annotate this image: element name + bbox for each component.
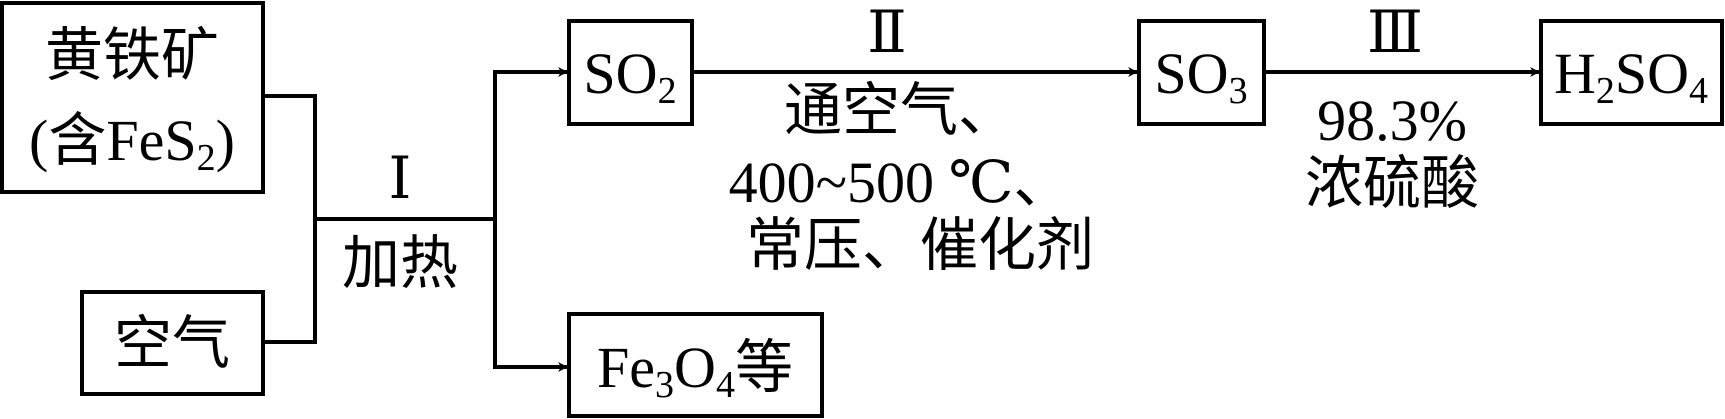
pyrite-node: 黄铁矿 (含FeS2) <box>0 1 265 194</box>
step3-condition-1: 98.3% <box>1317 88 1467 153</box>
step3-numeral: Ⅲ <box>1367 0 1423 65</box>
so3-node: SO3 <box>1137 19 1266 126</box>
connectors <box>263 67 1540 372</box>
step2-condition-3: 常压、催化剂 <box>746 213 1094 278</box>
so3-formula: SO3 <box>1154 41 1247 112</box>
pyrite-formula: (含FeS2) <box>29 108 235 179</box>
pyrite-label: 黄铁矿 <box>45 23 219 88</box>
air-node: 空气 <box>80 290 265 396</box>
step1-condition: 加热 <box>342 231 458 296</box>
step2-condition-1: 通空气、 <box>784 78 1016 143</box>
so2-formula: SO2 <box>583 41 676 112</box>
step1-numeral: Ⅰ <box>389 146 412 211</box>
input-merge-line <box>263 94 317 344</box>
h2so4-formula: H2SO4 <box>1554 41 1708 112</box>
step3-condition-2: 浓硫酸 <box>1305 151 1479 216</box>
air-label: 空气 <box>114 311 230 376</box>
fe3o4-formula: Fe3O4等 <box>597 335 793 406</box>
fe3o4-node: Fe3O4等 <box>567 312 824 418</box>
step2-numeral: Ⅱ <box>867 0 906 65</box>
step2-condition-2: 400~500 ℃、 <box>729 150 1072 215</box>
h2so4-node: H2SO4 <box>1539 19 1724 126</box>
so2-node: SO2 <box>567 19 694 126</box>
